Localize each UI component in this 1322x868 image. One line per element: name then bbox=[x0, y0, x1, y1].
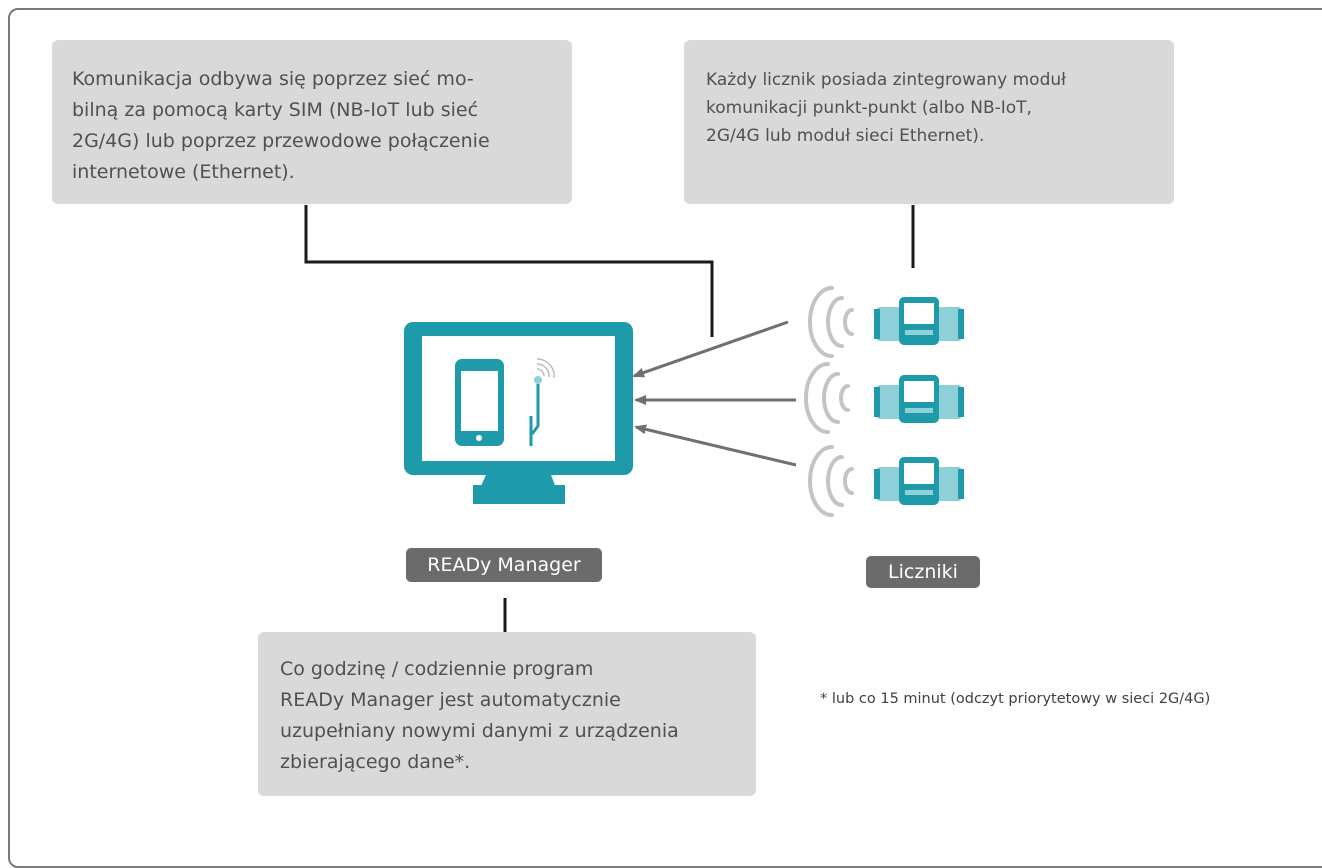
info-box-communication: Komunikacja odbywa się poprzez sieć mo- … bbox=[52, 40, 572, 204]
info-box-text-line: bilną za pomocą karty SIM (NB-IoT lub si… bbox=[72, 99, 479, 121]
info-box-text-line: uzupełniany nowymi danymi z urządzenia bbox=[280, 720, 679, 742]
connector-left-box-line bbox=[304, 205, 714, 337]
arrow-icon bbox=[634, 424, 797, 467]
info-box-text-line: Komunikacja odbywa się poprzez sieć mo- bbox=[72, 68, 474, 90]
meters-label: Liczniki bbox=[866, 556, 980, 588]
signal-waves-icon bbox=[808, 286, 854, 358]
info-box-text-line: zbierającego dane*. bbox=[280, 751, 471, 773]
arrow-icon bbox=[632, 320, 789, 378]
info-box-meter-module: Każdy licznik posiada zintegrowany moduł… bbox=[684, 40, 1174, 204]
signal-waves-icon bbox=[804, 362, 850, 434]
info-box-text-line: internetowe (Ethernet). bbox=[72, 161, 295, 183]
info-box-data-update: Co godzinę / codziennie program READy Ma… bbox=[258, 632, 756, 796]
monitor-icon bbox=[404, 322, 633, 504]
smartphone-icon bbox=[455, 359, 504, 446]
antenna-icon bbox=[529, 358, 555, 446]
info-box-text-line: Co godzinę / codziennie program bbox=[280, 658, 594, 680]
info-box-text-line: Każdy licznik posiada zintegrowany moduł bbox=[706, 70, 1066, 90]
footnote: * lub co 15 minut (odczyt priorytetowy w… bbox=[820, 691, 1211, 707]
meter-icon bbox=[874, 375, 964, 423]
meter-icon bbox=[874, 457, 964, 505]
info-box-text-line: READy Manager jest automatycznie bbox=[280, 689, 621, 711]
meter-icon bbox=[874, 297, 964, 345]
diagram-artwork bbox=[304, 205, 964, 632]
info-box-text-line: 2G/4G lub moduł sieci Ethernet). bbox=[706, 126, 985, 146]
signal-waves-icon bbox=[808, 445, 854, 517]
ready-manager-label: READy Manager bbox=[406, 548, 602, 582]
info-box-text-line: 2G/4G) lub poprzez przewodowe połączenie bbox=[72, 130, 490, 152]
info-box-text-line: komunikacji punkt-punkt (albo NB-IoT, bbox=[706, 98, 1032, 118]
